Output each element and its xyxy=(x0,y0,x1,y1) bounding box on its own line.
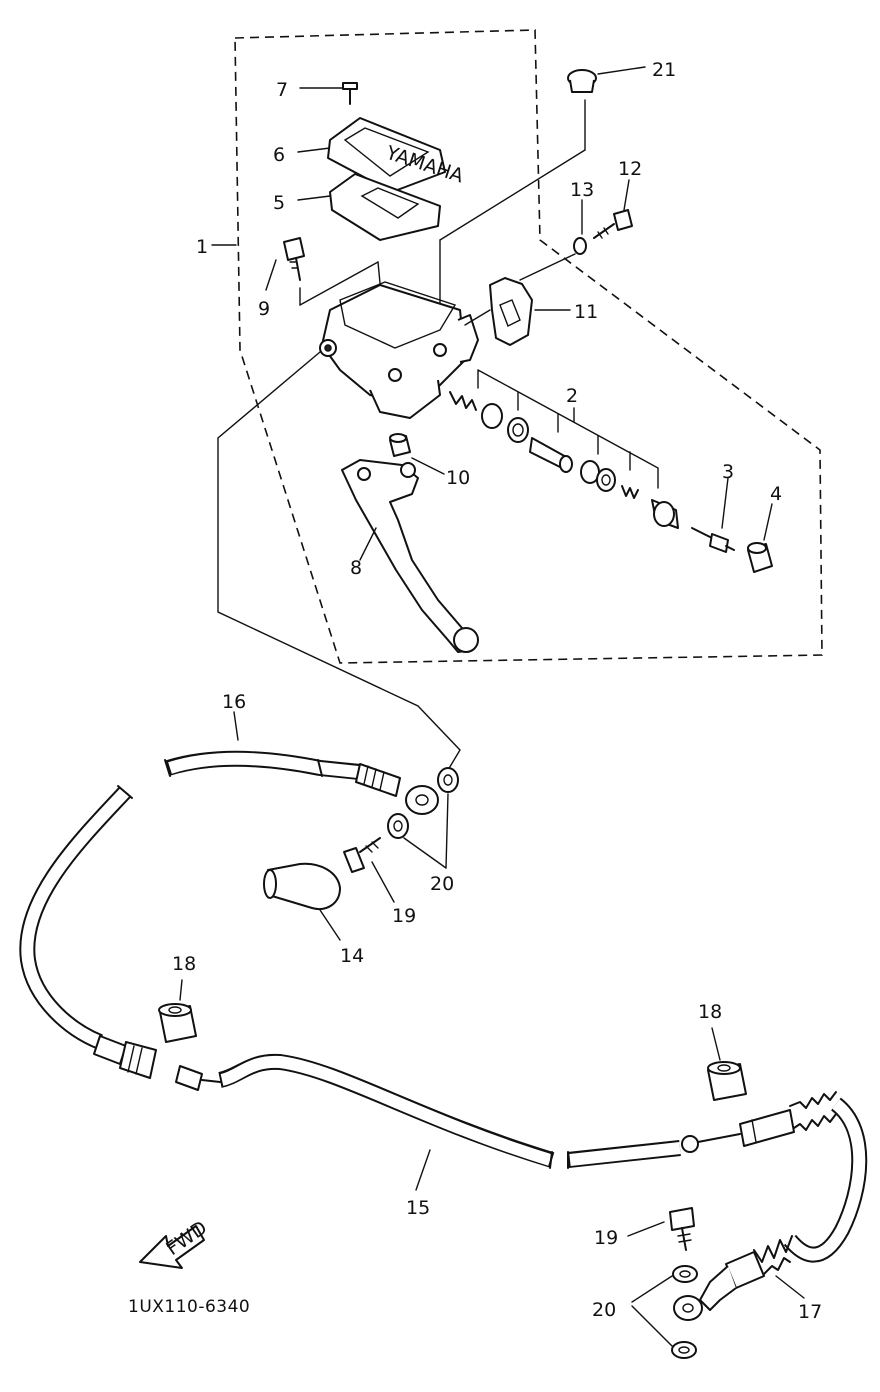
callout-21: 21 xyxy=(652,59,676,81)
callout-12: 12 xyxy=(618,158,642,180)
part-21-cap xyxy=(439,66,646,341)
callout-20-upper: 20 xyxy=(430,873,454,895)
callout-6: 6 xyxy=(273,144,285,166)
callout-14: 14 xyxy=(340,945,364,967)
part-13-washer xyxy=(519,199,587,281)
part-4-nut xyxy=(747,503,773,573)
part-16-upper-hose xyxy=(164,711,439,815)
part-2-piston-kit xyxy=(449,369,679,529)
part-8-clutch-lever xyxy=(341,459,479,653)
callout-8: 8 xyxy=(350,557,362,579)
part-20-washers-upper xyxy=(387,767,459,869)
callout-19-upper: 19 xyxy=(392,905,416,927)
part-15-main-hose xyxy=(19,785,837,1191)
callout-17: 17 xyxy=(798,1301,822,1323)
callout-3: 3 xyxy=(722,461,734,483)
part-10-pivot-collar xyxy=(389,433,445,475)
callout-7: 7 xyxy=(276,79,288,101)
part-3-push-rod xyxy=(691,477,735,553)
part-18-grommet-right xyxy=(707,1027,747,1101)
part-11-bracket xyxy=(464,277,571,346)
callout-18-right: 18 xyxy=(698,1001,722,1023)
callout-13: 13 xyxy=(570,179,594,201)
callout-5: 5 xyxy=(273,192,285,214)
callout-2: 2 xyxy=(566,385,578,407)
callout-18-left: 18 xyxy=(172,953,196,975)
part-5-diaphragm xyxy=(297,173,441,241)
fwd-label: FWD xyxy=(162,1217,211,1260)
callout-15: 15 xyxy=(406,1197,430,1219)
master-cylinder-body xyxy=(319,281,479,419)
part-19-bolt-upper xyxy=(343,837,395,903)
callout-4: 4 xyxy=(770,483,782,505)
callout-10: 10 xyxy=(446,467,470,489)
part-14-boot-cover xyxy=(263,862,341,941)
callout-19-lower: 19 xyxy=(594,1227,618,1249)
diagram-reference-code: 1UX110-6340 xyxy=(128,1297,251,1317)
part-6-reservoir-cap: YAMAHA xyxy=(297,117,466,193)
part-20-washers-lower xyxy=(631,1265,698,1359)
part-18-grommet-left xyxy=(158,979,197,1043)
callout-9: 9 xyxy=(258,298,270,320)
callout-16: 16 xyxy=(222,691,246,713)
banjo-leader-line xyxy=(217,351,461,781)
assembly-boundary-dashed xyxy=(234,29,823,664)
callout-20-lower: 20 xyxy=(592,1299,616,1321)
part-12-screw xyxy=(593,179,633,239)
part-17-lower-hose xyxy=(673,1097,868,1321)
callout-11: 11 xyxy=(574,301,598,323)
callout-1: 1 xyxy=(196,236,208,258)
forward-direction-arrow: FWD xyxy=(139,1217,211,1269)
part-19-bolt-lower xyxy=(627,1207,695,1251)
part-7-screw xyxy=(299,82,358,105)
